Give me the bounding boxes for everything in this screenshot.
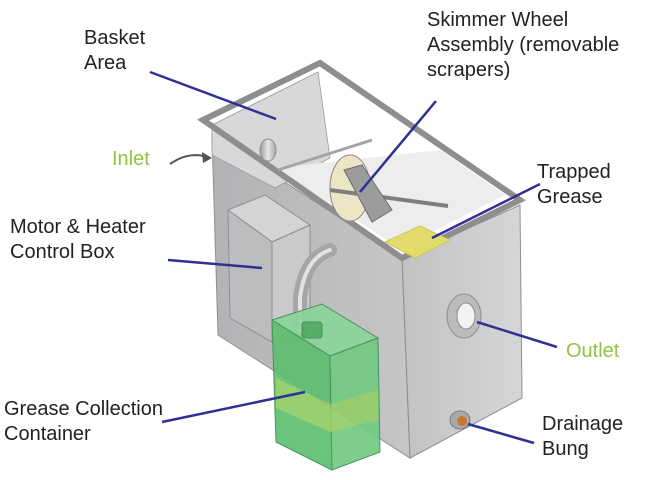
grease-collection-container bbox=[270, 303, 381, 471]
container-spout bbox=[301, 321, 323, 339]
grease-container-label-line2: Container bbox=[4, 423, 91, 445]
motor-box-label: Motor & Heater Control Box bbox=[10, 215, 146, 265]
drainage-bung-label-line2: Bung bbox=[542, 438, 589, 460]
skimmer-wheel-label-line1: Skimmer Wheel bbox=[427, 9, 569, 31]
trapped-grease-label-line2: Grease bbox=[537, 186, 603, 208]
outlet-label: Outlet bbox=[566, 340, 620, 362]
grease-container-label: Grease Collection Container bbox=[4, 397, 163, 447]
tank-top-rim bbox=[197, 59, 526, 262]
drainage-bung-leader bbox=[467, 422, 535, 445]
basket-area-label-line2: Area bbox=[84, 52, 127, 74]
skimmer-wheel-leader bbox=[359, 100, 437, 193]
basket-area-leader bbox=[149, 70, 277, 121]
skimmer-wheel bbox=[329, 154, 449, 223]
motor-box-label-line1: Motor & Heater bbox=[10, 216, 146, 238]
grease-container-leader bbox=[161, 390, 306, 424]
skimmer-wheel-label-line2: Assembly (removable bbox=[427, 34, 620, 56]
trapped-grease-leader bbox=[431, 182, 541, 240]
inlet-label: Inlet bbox=[112, 148, 150, 170]
skimmer-shaft bbox=[329, 188, 449, 208]
inlet-arrow-head bbox=[202, 152, 212, 163]
grease-container-label-line1: Grease Collection bbox=[4, 398, 163, 420]
inlet-pipe bbox=[259, 138, 277, 162]
trapped-grease-label-line1: Trapped bbox=[537, 161, 611, 183]
basket-area-label-line1: Basket bbox=[84, 27, 146, 49]
basket-area-label: Basket Area bbox=[84, 26, 145, 76]
motor-box-leader bbox=[167, 258, 263, 270]
motor-box-label-line2: Control Box bbox=[10, 241, 115, 263]
connector-pipe-highlight bbox=[298, 248, 332, 334]
outlet-opening bbox=[456, 302, 476, 330]
skimmer-wheel-label-line3: scrapers) bbox=[427, 59, 511, 81]
scraper-blade bbox=[343, 164, 393, 223]
drainage-bung-label-line1: Drainage bbox=[542, 413, 624, 435]
trapped-grease-layer bbox=[384, 225, 451, 259]
outlet-leader bbox=[476, 320, 558, 349]
drainage-bung bbox=[449, 410, 471, 430]
bung-cap bbox=[457, 416, 467, 426]
divider-baffle bbox=[277, 138, 373, 172]
drainage-bung-label: Drainage Bung bbox=[542, 412, 623, 462]
trapped-grease-label: Trapped Grease bbox=[537, 160, 611, 210]
skimmer-wheel-label: Skimmer Wheel Assembly (removable scrape… bbox=[427, 8, 619, 83]
outlet-pipe bbox=[446, 293, 482, 339]
